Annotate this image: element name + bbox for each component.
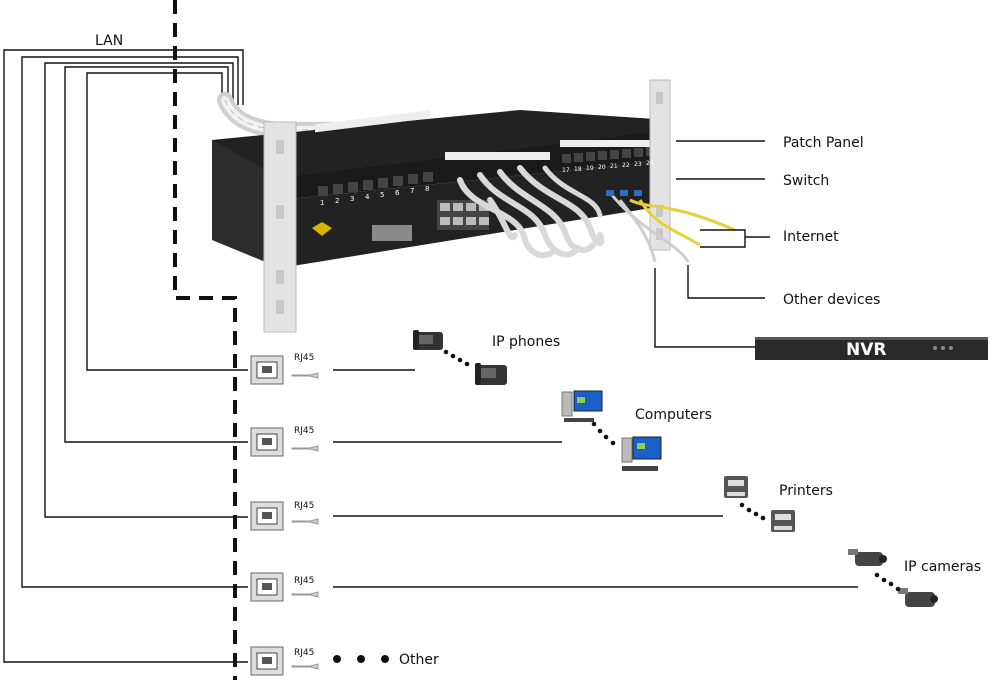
computers-label: Computers xyxy=(635,407,712,423)
switch-label: Switch xyxy=(783,173,829,189)
rj45-socket-computers: RJ45 xyxy=(250,426,562,457)
patch-port-number: 5 xyxy=(380,191,384,199)
rj45-socket-other: RJ45 xyxy=(250,646,389,676)
rj45-label: RJ45 xyxy=(294,576,314,586)
switch-logo xyxy=(312,222,332,236)
patch-port-number: 2 xyxy=(335,197,339,205)
patch-port-number: 17 xyxy=(562,167,570,174)
patch-port-number: 8 xyxy=(425,185,429,193)
rj45-socket-phones: RJ45 xyxy=(250,353,415,385)
printers-label: Printers xyxy=(779,483,833,499)
camera-icon xyxy=(898,588,938,607)
uplink-cables xyxy=(606,190,736,263)
patch-port-number: 20 xyxy=(598,164,606,171)
lan-wire-other xyxy=(3,49,248,663)
wall-dashed-line xyxy=(173,0,237,680)
rj45-label: RJ45 xyxy=(294,648,314,658)
phone-icon xyxy=(413,330,443,350)
connection-dots xyxy=(739,502,766,521)
lan-wire-printers xyxy=(44,62,248,518)
lan-wire-cameras xyxy=(21,56,248,588)
rack-side xyxy=(212,140,280,268)
lan-wire-computers xyxy=(64,66,248,443)
lan-wire-phones xyxy=(86,72,248,371)
patch-port-number: 1 xyxy=(320,199,324,207)
patch-panel-label: Patch Panel xyxy=(783,135,864,151)
connection-dots xyxy=(591,421,616,446)
lan-label: LAN xyxy=(95,33,123,49)
camera-icon xyxy=(848,549,887,566)
connection-dots xyxy=(874,572,901,592)
patch-port-number: 18 xyxy=(574,166,582,173)
patch-port-number: 19 xyxy=(586,165,594,172)
switch-leds xyxy=(372,225,412,241)
rj45-socket-cameras: RJ45 xyxy=(250,572,858,602)
other-label: Other xyxy=(399,652,439,668)
nvr-label: NVR xyxy=(846,340,886,360)
rack-rail-left xyxy=(263,121,297,333)
patch-port-number: 4 xyxy=(365,193,370,201)
rack-top-chassis xyxy=(212,110,670,180)
computer-icon xyxy=(561,390,603,422)
patch-port-number: 6 xyxy=(395,189,400,197)
other-devices-label: Other devices xyxy=(783,292,880,308)
patch-cables xyxy=(457,165,605,259)
rj45-label: RJ45 xyxy=(294,353,314,363)
patch-port-number: 3 xyxy=(350,195,354,203)
rj45-label: RJ45 xyxy=(294,426,314,436)
patch-port-number: 21 xyxy=(610,163,618,170)
ip-cameras-label: IP cameras xyxy=(904,559,981,575)
patch-panel-strip-right xyxy=(560,140,658,147)
printer-icon xyxy=(771,510,795,532)
computer-icon xyxy=(621,436,662,471)
rj45-socket-printers: RJ45 xyxy=(250,501,723,531)
patch-port-number: 23 xyxy=(634,161,642,168)
patch-panel-front xyxy=(280,130,670,200)
patch-port-number: 24 xyxy=(646,160,654,167)
right-leaders xyxy=(654,140,770,348)
lan-wires xyxy=(3,49,248,663)
internet-label: Internet xyxy=(783,229,839,245)
patch-port-number: 22 xyxy=(622,162,630,169)
printer-icon xyxy=(724,476,748,498)
ip-phones-label: IP phones xyxy=(492,334,560,350)
rj45-label: RJ45 xyxy=(294,501,314,511)
rack: Cat.6 xyxy=(212,79,674,333)
patch-panel-strip-mid xyxy=(445,152,550,160)
connection-dots xyxy=(443,349,470,367)
nvr-device: NVR xyxy=(755,337,988,360)
phone-icon xyxy=(475,363,507,385)
patch-panel-ports-left xyxy=(318,172,433,196)
patch-port-number: 7 xyxy=(410,187,414,195)
